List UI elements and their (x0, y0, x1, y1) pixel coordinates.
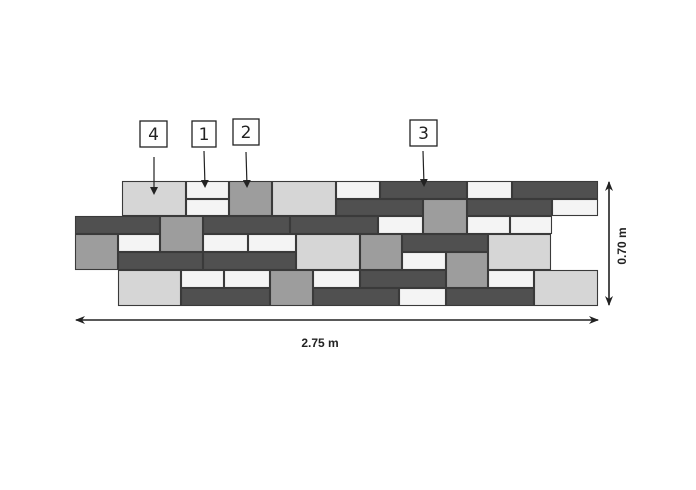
stone-4 (335, 180, 381, 200)
stone-42 (398, 287, 447, 307)
stone-18 (466, 215, 511, 235)
stone-25 (359, 233, 403, 271)
stone-7 (511, 180, 599, 200)
stone-9 (335, 198, 424, 217)
stone-17 (377, 215, 424, 235)
stone-14 (159, 215, 204, 253)
stone-31 (445, 251, 489, 289)
stone-3 (271, 180, 337, 217)
stone-36 (312, 269, 361, 289)
stone-35 (269, 269, 314, 307)
stone-43 (445, 287, 535, 307)
stone-15 (202, 215, 291, 235)
stone-12 (551, 198, 599, 217)
stone-10 (422, 198, 468, 235)
callout-2-label: 2 (241, 123, 252, 143)
stone-21 (117, 233, 161, 253)
callout-3-arrow (419, 150, 428, 187)
stone-2 (228, 180, 273, 217)
callout-1-label: 1 (199, 125, 210, 145)
stone-26 (401, 233, 489, 253)
stone-11 (466, 198, 553, 217)
stone-30 (401, 251, 447, 271)
stone-6 (466, 180, 513, 200)
stone-16 (289, 215, 379, 235)
stone-39 (533, 269, 599, 307)
callout-4-label: 4 (148, 125, 159, 145)
callout-1-box (191, 120, 217, 148)
stone-32 (117, 269, 182, 307)
callout-1-arrow (200, 150, 209, 188)
stone-wall (74, 180, 599, 307)
stone-8 (185, 198, 230, 217)
stone-41 (312, 287, 400, 307)
width-dimension-label: 2.75 m (301, 336, 338, 350)
stone-13 (74, 215, 161, 235)
height-dimension-label: 0.70 m (615, 227, 629, 264)
stone-28 (117, 251, 204, 271)
stone-23 (247, 233, 297, 253)
stone-20 (74, 233, 119, 271)
stone-19 (509, 215, 553, 235)
stone-22 (202, 233, 249, 253)
callout-4: 4 (139, 120, 168, 195)
callout-3-label: 3 (418, 124, 429, 144)
stone-24 (295, 233, 361, 271)
stone-1 (185, 180, 230, 200)
height-dimension: 0.70 m (605, 181, 629, 306)
stone-38 (487, 269, 535, 289)
stone-37 (359, 269, 447, 289)
width-dimension: 2.75 m (75, 316, 599, 350)
callout-1: 1 (191, 120, 217, 188)
callout-2-arrow (242, 151, 251, 188)
stone-29 (202, 251, 297, 271)
stone-33 (180, 269, 225, 289)
stone-27 (487, 233, 552, 271)
callout-2: 2 (232, 118, 260, 188)
callout-2-box (232, 118, 260, 146)
callout-3: 3 (409, 119, 438, 187)
callout-4-box (139, 120, 168, 148)
callout-3-box (409, 119, 438, 147)
stone-34 (223, 269, 271, 289)
stone-40 (180, 287, 271, 307)
